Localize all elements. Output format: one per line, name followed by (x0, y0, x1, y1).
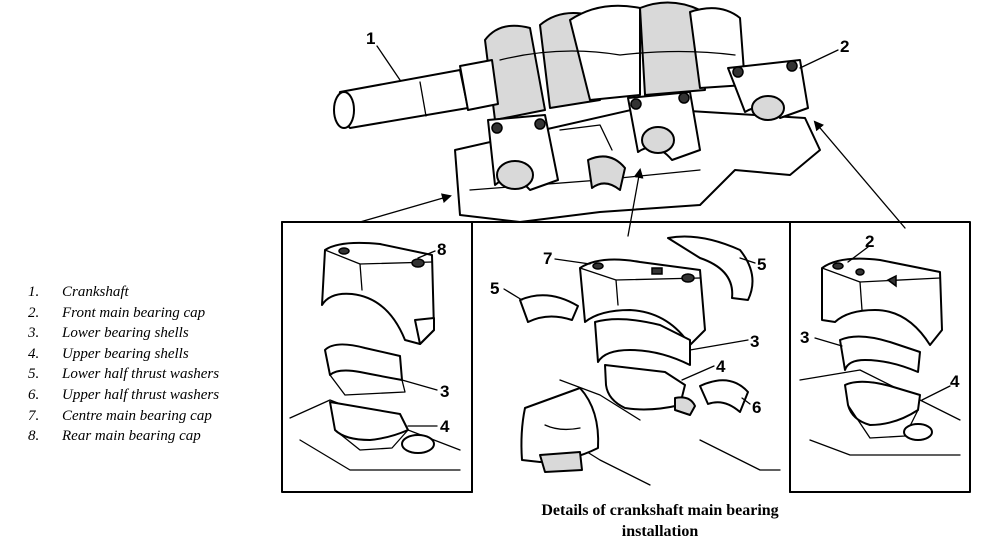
callout-rear-lower-shell: 3 (440, 382, 449, 401)
callout-crankshaft: 1 (366, 29, 375, 48)
crank-web (484, 24, 546, 121)
rear-bearing-detail (289, 241, 461, 471)
legend-item: 1. Crankshaft (28, 282, 219, 303)
legend-item: 3. Lower bearing shells (28, 323, 219, 344)
arrow-to-front-detail (813, 120, 906, 229)
callout-front-upper-shell: 4 (950, 372, 960, 391)
figure-caption: Details of crankshaft main bearing insta… (470, 500, 850, 542)
legend-num: 5. (28, 366, 40, 383)
callout-rear-upper-shell: 4 (440, 417, 450, 436)
rear-upper-shell (329, 401, 409, 441)
centre-lower-thrust-left (519, 294, 579, 323)
legend-item: 7. Centre main bearing cap (28, 406, 219, 427)
callout-centre-lower-thrust-left: 5 (490, 279, 499, 298)
legend-text: Lower bearing shells (62, 325, 189, 342)
legend-num: 3. (28, 325, 40, 342)
arrow-to-rear-detail (359, 193, 452, 223)
legend-num: 7. (28, 407, 40, 424)
callout-centre-lower-thrust-right: 5 (757, 255, 766, 274)
caption-line-2: installation (621, 523, 699, 540)
parts-legend: 1. Crankshaft 2. Front main bearing cap 3.… (28, 282, 219, 447)
centre-lower-thrust-right (667, 235, 754, 301)
callout-centre-upper-shell: 4 (716, 357, 726, 376)
legend-text: Crankshaft (62, 284, 129, 300)
legend-item: 2. Front main bearing cap (28, 303, 219, 324)
callout-rear-cap: 8 (437, 240, 446, 259)
callout-centre-cap: 7 (543, 249, 552, 268)
centre-bearing-detail (519, 235, 781, 486)
callout-centre-upper-thrust: 6 (752, 398, 761, 417)
legend-text: Rear main bearing cap (62, 428, 201, 445)
legend-item: 5. Lower half thrust washers (28, 364, 219, 385)
legend-num: 4. (28, 345, 40, 362)
caption-line-1: Details of crankshaft main bearing (541, 502, 779, 519)
legend-text: Lower half thrust washers (62, 366, 220, 383)
front-lower-shell (839, 335, 921, 373)
rear-lower-shell (324, 343, 403, 381)
callout-centre-lower-shell: 3 (750, 332, 759, 351)
callout-front-lower-shell: 3 (800, 328, 809, 347)
callout-front-cap: 2 (865, 232, 874, 251)
front-bearing-detail (799, 257, 961, 456)
engine-block-crankshaft (333, 1, 821, 223)
legend-num: 2. (28, 304, 40, 321)
legend-item: 6. Upper half thrust washers (28, 385, 219, 406)
centre-upper-shell (604, 364, 686, 411)
detail-panels (281, 221, 971, 493)
legend-text: Upper bearing shells (62, 345, 189, 362)
legend-text: Front main bearing cap (62, 304, 206, 321)
rear-main-cap (321, 241, 435, 345)
legend-item: 8. Rear main bearing cap (28, 426, 219, 447)
legend-num: 1. (28, 284, 40, 300)
front-main-cap (821, 257, 943, 346)
centre-lower-shell (594, 318, 691, 366)
legend-num: 6. (28, 386, 40, 403)
callout-top-front-cap: 2 (840, 37, 849, 56)
arrow-to-centre-detail (627, 168, 644, 237)
centre-main-cap (579, 258, 706, 346)
legend-num: 8. (28, 428, 40, 445)
front-upper-shell (844, 380, 921, 426)
legend-item: 4. Upper bearing shells (28, 344, 219, 365)
legend-text: Centre main bearing cap (62, 407, 212, 424)
legend-text: Upper half thrust washers (62, 386, 220, 403)
centre-upper-thrust (699, 379, 749, 413)
crankshaft-nose (337, 69, 469, 129)
